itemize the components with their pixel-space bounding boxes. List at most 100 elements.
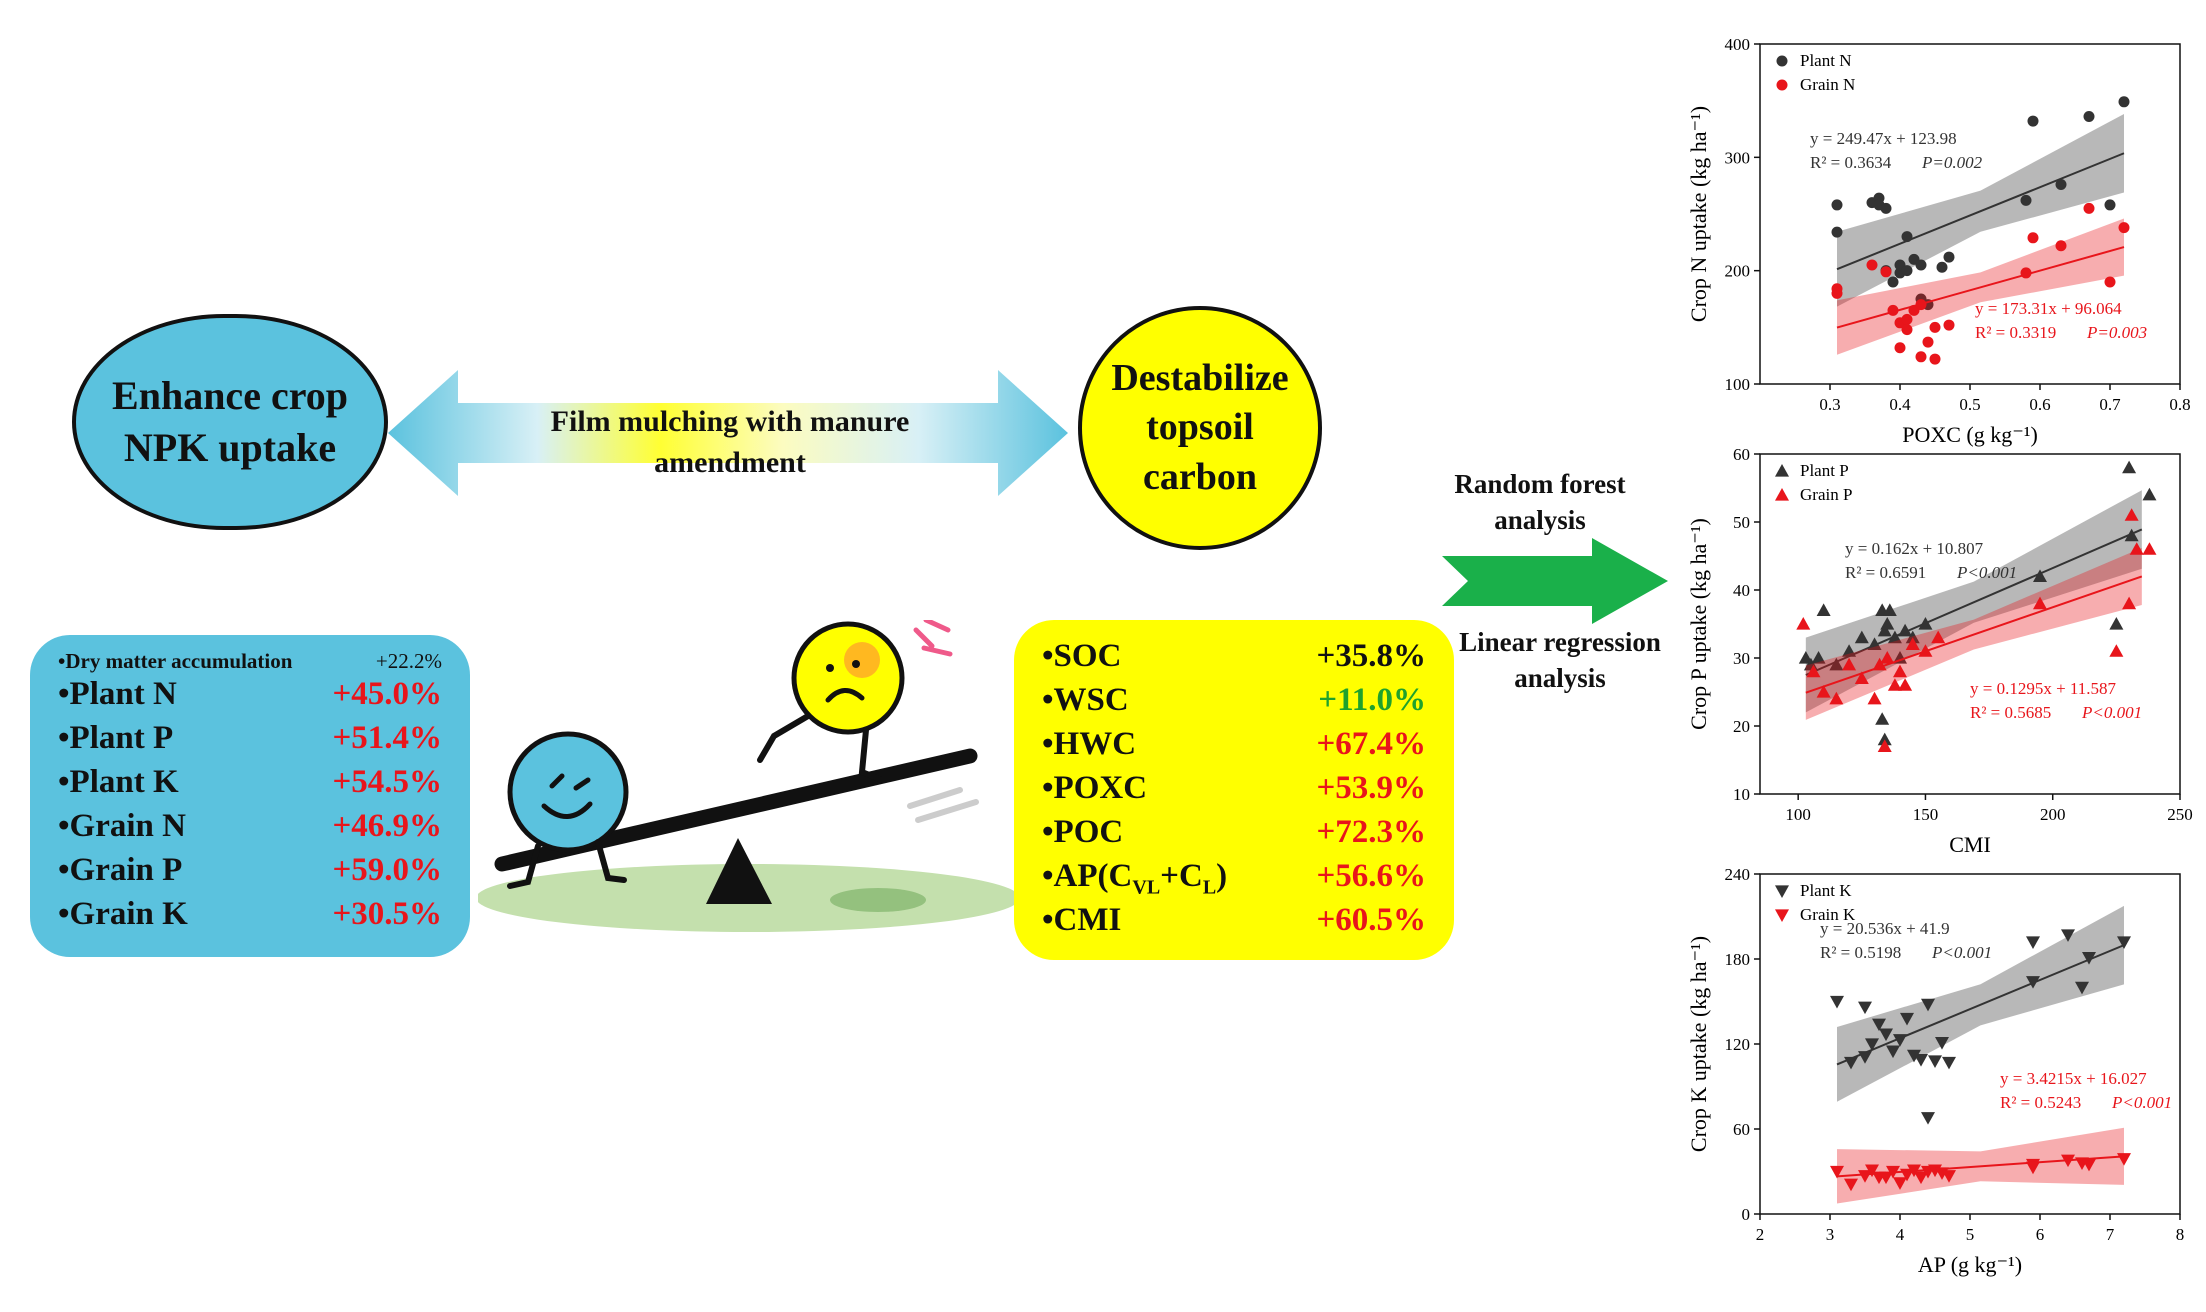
x-tick-label: 100 (1785, 805, 1811, 824)
crop-uptake-row: •Grain P+59.0% (58, 852, 442, 896)
x-tick-label: 7 (2106, 1225, 2115, 1244)
regression-line (1836, 152, 2125, 271)
data-point (1942, 1056, 1956, 1070)
soil-carbon-value: +60.5% (1316, 902, 1426, 938)
data-point (1929, 321, 1941, 333)
data-point (2124, 508, 2139, 521)
data-point (1830, 995, 1844, 1009)
crop-uptake-value: +45.0% (332, 676, 442, 712)
p-value: P=0.003 (2086, 323, 2147, 342)
data-point (1872, 1018, 1886, 1032)
soil-carbon-label: •HWC (1042, 726, 1137, 762)
data-point (2118, 96, 2130, 108)
data-point (1811, 651, 1826, 664)
data-point (1842, 644, 1857, 657)
data-point (2122, 460, 2137, 474)
crop-uptake-box: •Dry matter accumulation +22.2% •Plant N… (30, 635, 470, 957)
data-point (1775, 464, 1789, 477)
data-point (1887, 276, 1899, 288)
y-tick-label: 10 (1733, 785, 1750, 804)
data-point (2061, 1154, 2075, 1168)
data-point (1901, 313, 1913, 325)
y-tick-label: 20 (1733, 717, 1750, 736)
data-point (2033, 569, 2047, 582)
data-point (1901, 324, 1913, 336)
regression-equation: y = 0.162x + 10.807 (1845, 539, 1984, 558)
y-tick-label: 300 (1725, 148, 1751, 167)
data-point (2055, 179, 2067, 191)
data-point (1918, 617, 1933, 630)
r-squared: R² = 0.6591 (1845, 563, 1926, 582)
crop-uptake-row: •Plant K+54.5% (58, 764, 442, 808)
regression-line (1836, 944, 2125, 1066)
crop-uptake-row: •Plant N+45.0% (58, 676, 442, 720)
soil-carbon-value: +35.8% (1316, 638, 1426, 674)
r-squared: R² = 0.5243 (2000, 1093, 2081, 1112)
data-point (2083, 202, 2095, 214)
data-point (1905, 630, 1920, 644)
regression-equation: y = 0.1295x + 11.587 (1970, 679, 2117, 698)
blue-character (507, 731, 629, 889)
regression-equation: y = 249.47x + 123.98 (1810, 129, 1957, 148)
data-point (1858, 1001, 1872, 1015)
yellow-character (757, 620, 979, 823)
y-tick-label: 30 (1733, 649, 1750, 668)
data-point (1893, 664, 1907, 678)
data-point (1915, 299, 1927, 311)
destabilize-carbon-circle: Destabilize topsoil carbon (1078, 306, 1322, 550)
soil-carbon-label: •SOC (1042, 638, 1122, 674)
arrow-label: Film mulching with manure amendment (550, 405, 910, 479)
data-point (2104, 276, 2116, 288)
regression-equation: y = 173.31x + 96.064 (1975, 299, 2122, 318)
x-tick-label: 3 (1826, 1225, 1835, 1244)
x-tick-label: 0.6 (2029, 395, 2050, 414)
y-axis-label: Crop P uptake (kg ha⁻¹) (1686, 518, 1711, 730)
x-tick-label: 200 (2040, 805, 2066, 824)
data-point (1918, 644, 1933, 657)
data-point (1921, 1112, 1935, 1125)
data-point (1943, 251, 1955, 263)
x-tick-label: 4 (1896, 1225, 1905, 1244)
data-point (1816, 603, 1831, 616)
x-tick-label: 0.4 (1889, 395, 1911, 414)
data-point (1854, 671, 1869, 684)
data-point (1880, 617, 1895, 630)
data-point (2026, 1161, 2040, 1175)
data-point (1879, 1028, 1893, 1042)
data-point (1901, 231, 1913, 243)
soil-carbon-row: •POXC+53.9% (1042, 770, 1426, 814)
data-point (1915, 259, 1927, 271)
green-arrow (1442, 538, 1668, 624)
data-point (2142, 542, 2157, 555)
data-point (1893, 1034, 1907, 1047)
data-point (2082, 1158, 2096, 1172)
data-point (1935, 1036, 1949, 1050)
regression-line (1805, 528, 2143, 676)
data-point (1854, 630, 1869, 644)
data-point (2117, 1153, 2131, 1166)
data-point (1931, 630, 1946, 644)
data-point (1880, 202, 1892, 214)
data-point (1872, 657, 1887, 671)
data-point (2075, 981, 2089, 995)
r-squared: R² = 0.3319 (1975, 323, 2056, 342)
data-point (1900, 1168, 1914, 1182)
p-value: P<0.001 (1931, 943, 1992, 962)
data-point (1943, 319, 1955, 331)
data-point (1775, 885, 1789, 898)
crop-uptake-row: •Grain K+30.5% (58, 896, 442, 940)
plot-frame (1759, 453, 2181, 795)
r-squared: R² = 0.5198 (1820, 943, 1901, 962)
y-tick-label: 60 (1733, 1120, 1750, 1139)
destabilize-carbon-label: Destabilize topsoil carbon (1111, 356, 1289, 498)
y-tick-label: 120 (1725, 1035, 1751, 1054)
data-point (1922, 336, 1934, 348)
legend-label: Grain K (1800, 905, 1856, 924)
data-point (2129, 542, 2144, 555)
data-point (1775, 909, 1789, 922)
soil-carbon-value: +67.4% (1316, 726, 1426, 762)
crop-uptake-label: •Grain K (58, 896, 188, 932)
soil-carbon-value: +53.9% (1316, 770, 1426, 806)
